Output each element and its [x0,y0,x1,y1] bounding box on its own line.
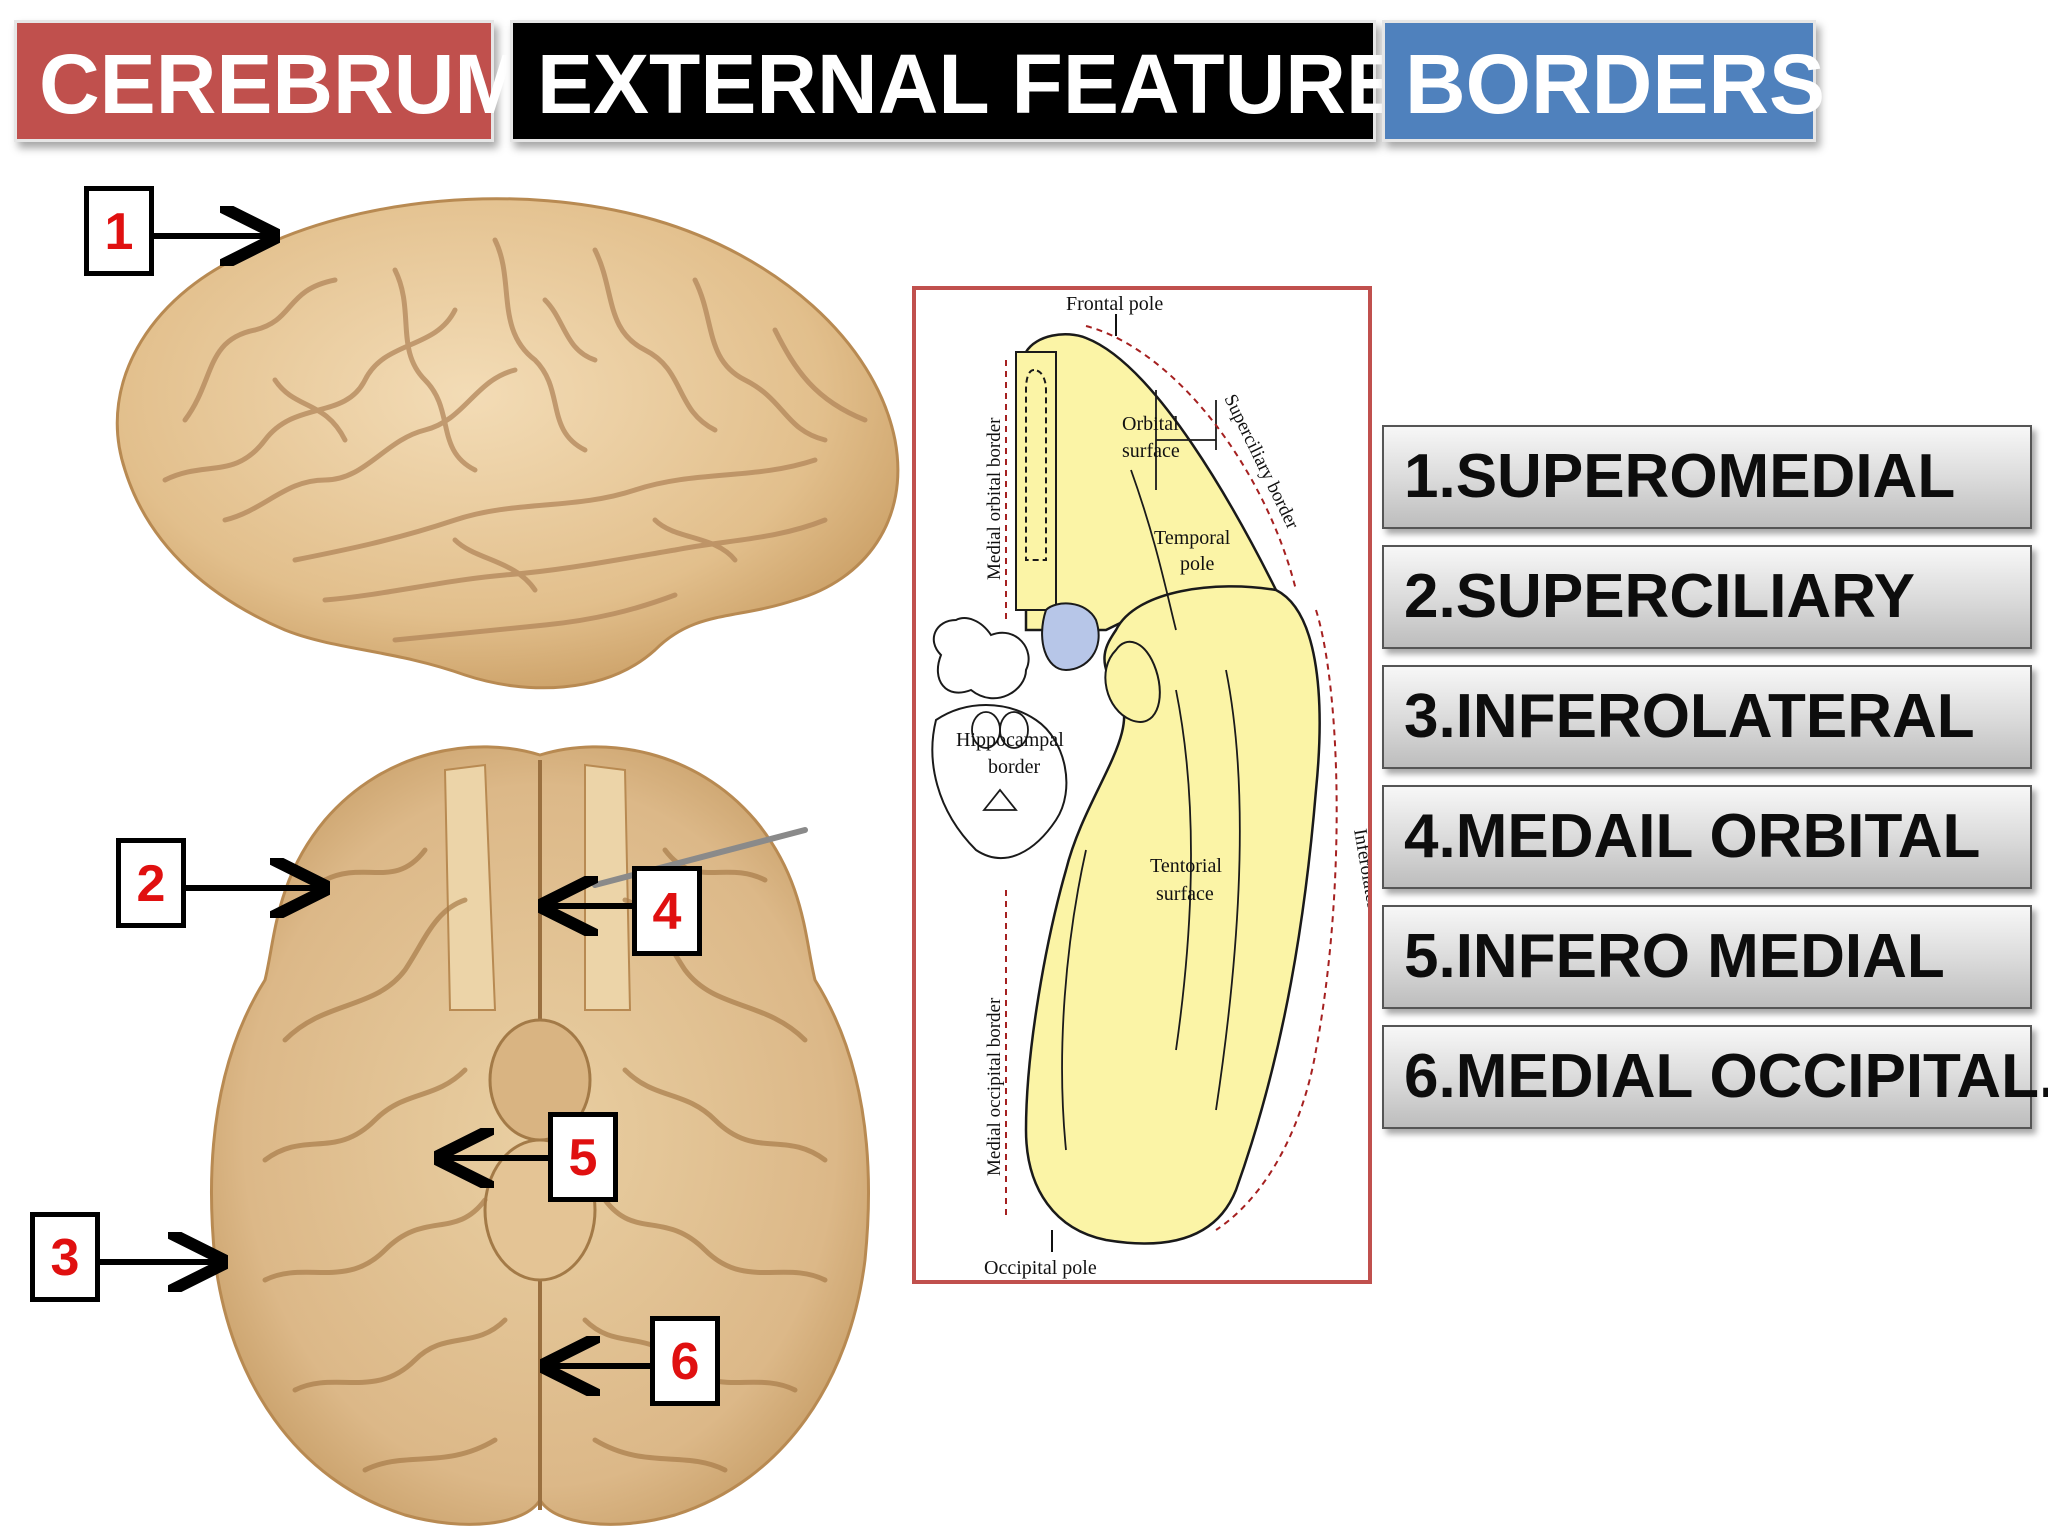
borders-diagram: Frontal pole Medial orbital border Super… [931,293,1368,1279]
label-tentorial-surface-1: Tentorial [1150,855,1222,877]
marker-5: 5 [548,1112,618,1202]
marker-6: 6 [650,1316,720,1406]
border-item-infero-medial: 5.INFERO MEDIAL [1382,905,2032,1009]
label-medial-orbital-border: Medial orbital border [984,417,1005,580]
title-external-features: EXTERNAL FEATURES: [510,20,1486,142]
border-item-medial-orbital: 4.MEDAIL ORBITAL [1382,785,2032,889]
title-borders: BORDERS: [1382,20,1853,142]
marker-3: 3 [30,1212,100,1302]
border-item-superomedial: 1.SUPEROMEDIAL [1382,425,2032,529]
brain-lateral-illustration [115,197,900,690]
border-item-inferolateral: 3.INFEROLATERAL [1382,665,2032,769]
label-temporal-pole-2: pole [1180,553,1215,575]
label-orbital-surface-1: Orbital [1122,413,1179,435]
title-cerebrum: CEREBRUM [14,20,524,142]
label-occipital-pole: Occipital pole [984,1257,1097,1279]
label-temporal-pole-1: Temporal [1154,527,1231,549]
marker-2: 2 [116,838,186,928]
marker-1: 1 [84,186,154,276]
label-tentorial-surface-2: surface [1156,883,1214,905]
marker-4: 4 [632,866,702,956]
label-medial-occipital-border: Medial occipital border [984,997,1005,1176]
label-hippocampal-border-1: Hippocampal [956,729,1064,751]
label-orbital-surface-2: surface [1122,440,1180,462]
label-hippocampal-border-2: border [988,756,1041,778]
label-inferolateral-border: Inferolateral border [1349,827,1368,977]
label-frontal-pole: Frontal pole [1066,293,1163,315]
border-item-medial-occipital: 6.MEDIAL OCCIPITAL. [1382,1025,2048,1129]
border-item-superciliary: 2.SUPERCILIARY [1382,545,2032,649]
